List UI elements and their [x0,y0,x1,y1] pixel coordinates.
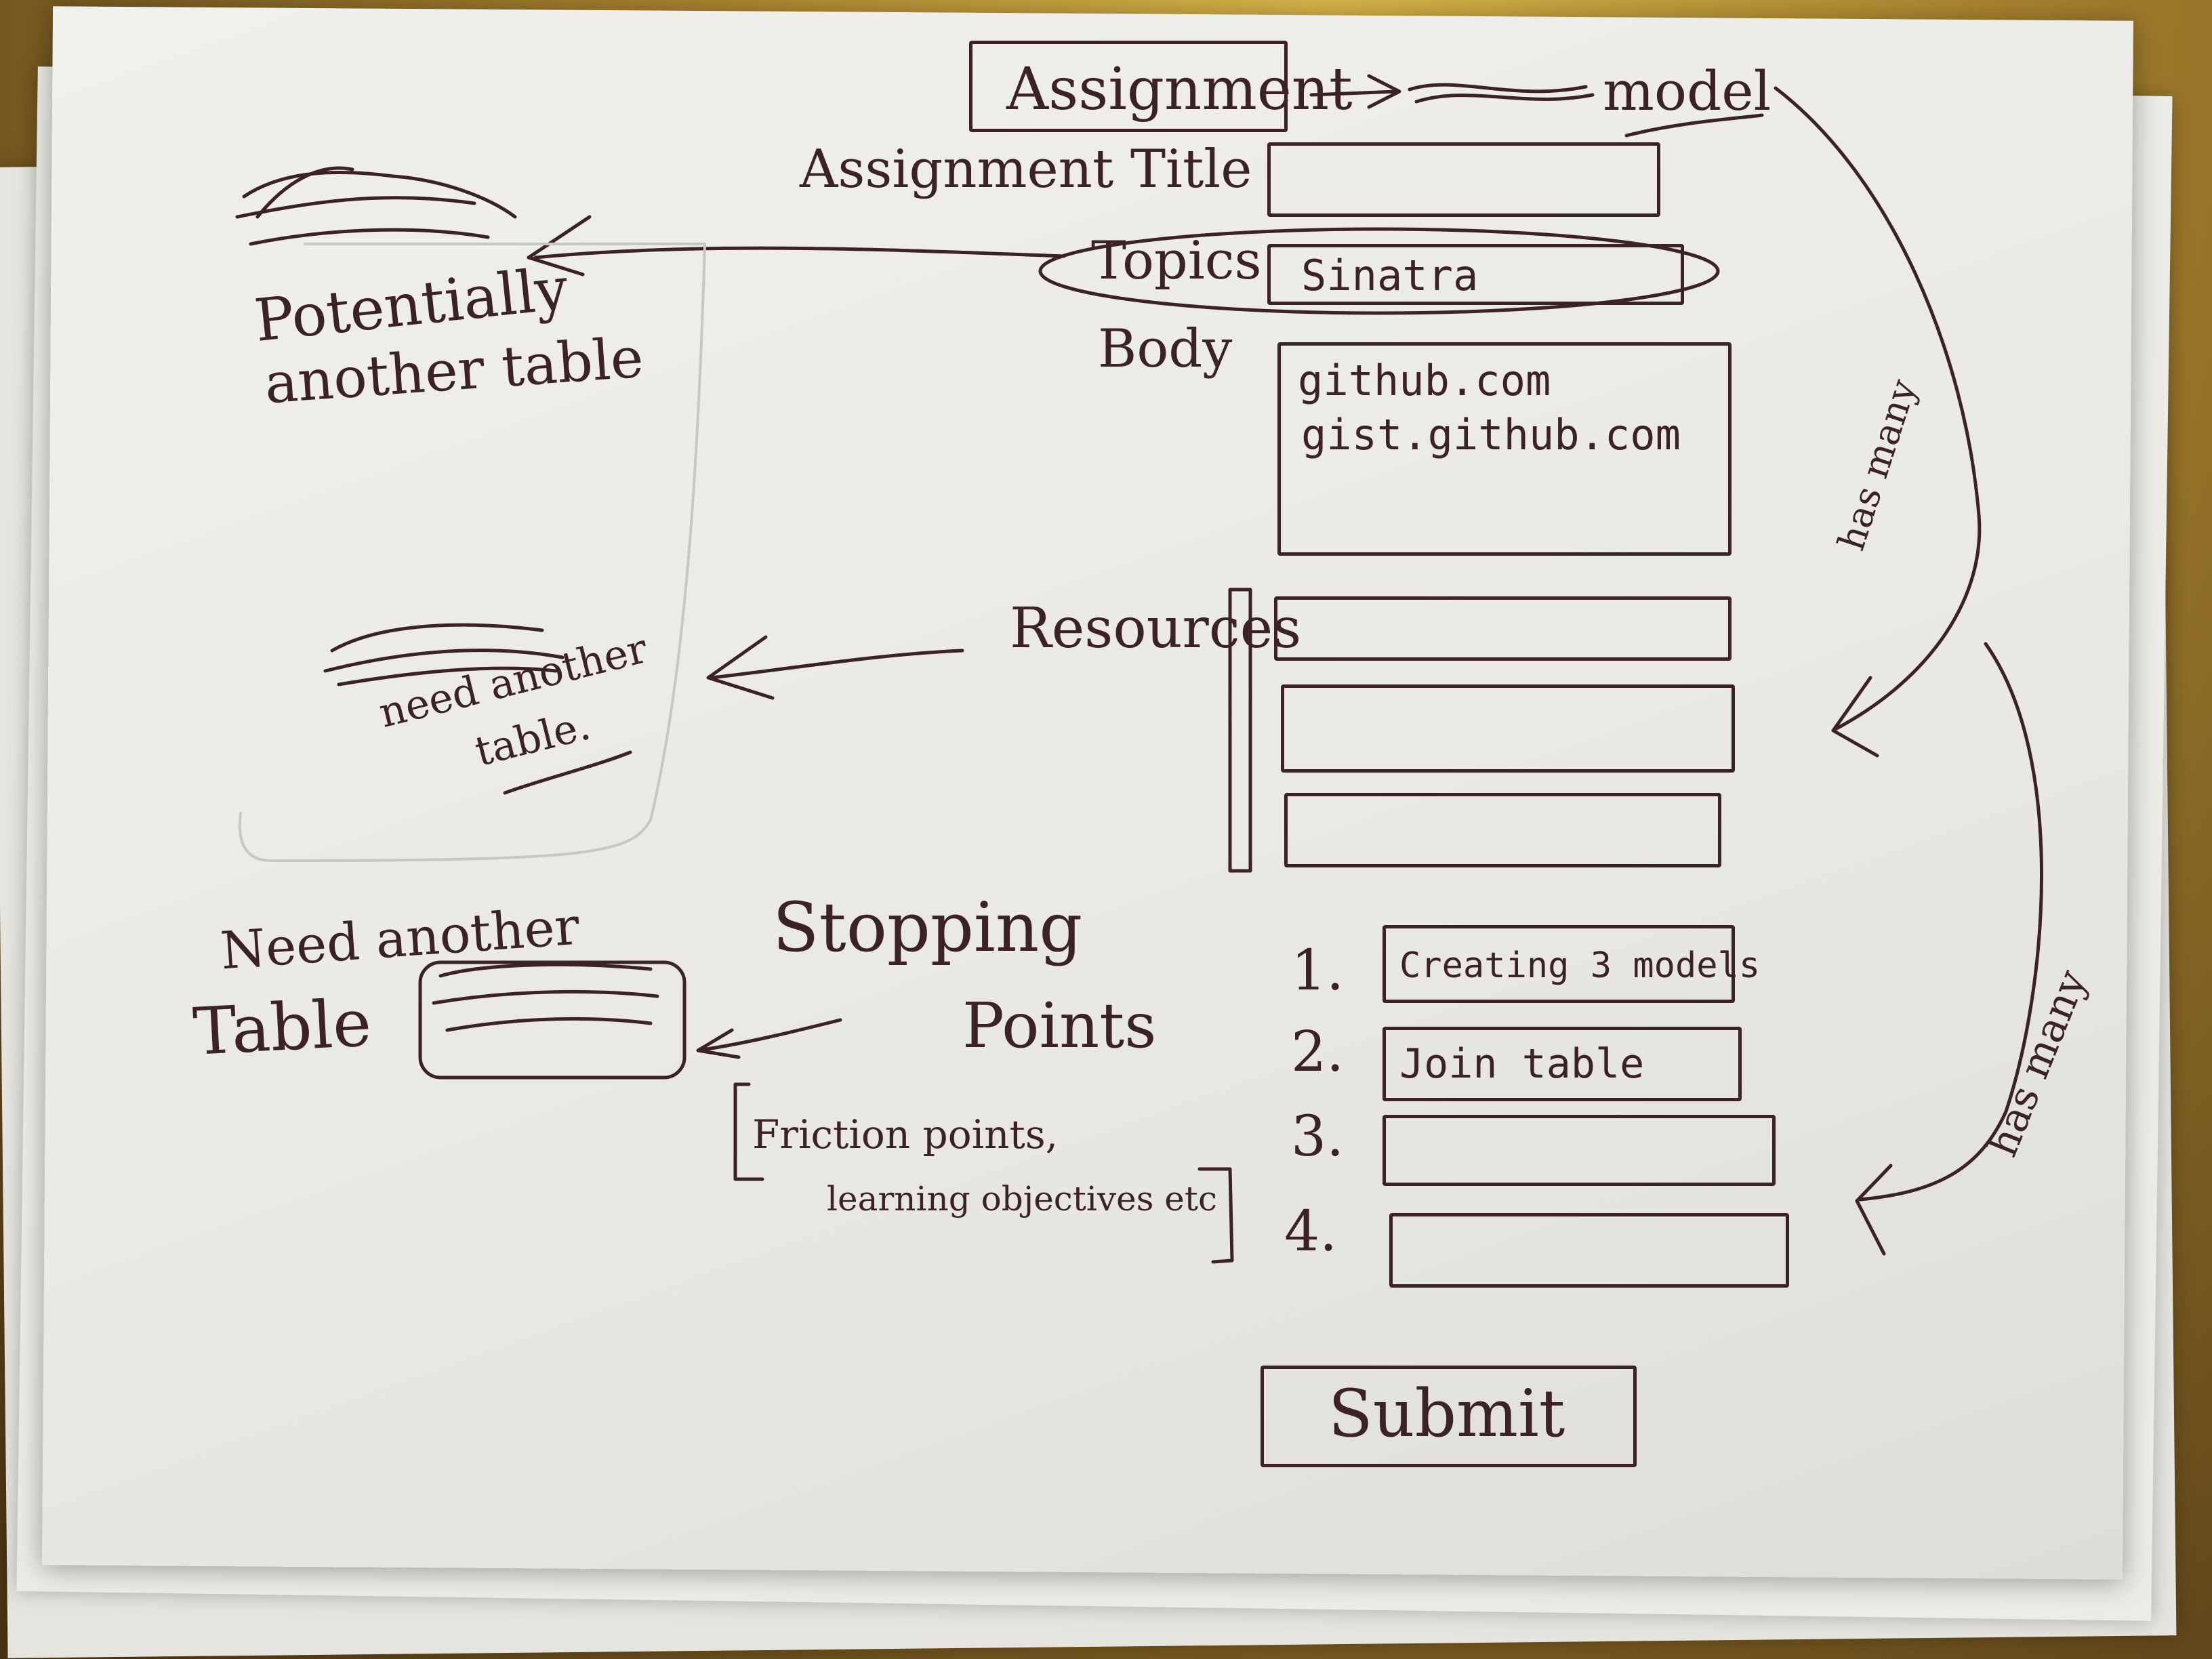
stopping-point-number-3: 3. [1291,1105,1345,1169]
has-many-arc-upper [1774,86,1982,758]
struck-word [1408,83,1595,104]
note-bracket-left [733,1082,764,1181]
model-label: model [1603,60,1771,123]
topics-arrow [527,215,1066,276]
topics-label: Topics [1091,230,1262,291]
stopping-point-input-4[interactable] [1389,1213,1789,1288]
resources-scrollbar [1228,588,1252,873]
scribble-3 [432,962,659,1032]
resource-input-1[interactable] [1274,596,1732,661]
stopping-point-number-1: 1. [1291,939,1345,1003]
topics-input[interactable] [1267,244,1684,305]
stopping-point-value-1: Creating 3 models [1399,945,1761,986]
resource-input-2[interactable] [1281,684,1735,773]
stopping-point-number-2: 2. [1291,1020,1345,1084]
stopping-point-number-4: 4. [1284,1200,1338,1264]
has-many-arc-lower [1855,642,2043,1256]
submit-button[interactable] [1261,1366,1637,1467]
model-name-label: Assignment [1006,56,1353,123]
body-line-1: github.com [1298,356,1551,405]
stopping-point-input-2[interactable] [1382,1027,1742,1101]
topics-highlight-ellipse [1038,227,1720,315]
body-label: Body [1098,319,1233,380]
resource-input-3[interactable] [1284,793,1721,867]
notes-region [238,243,706,862]
model-arrow [1309,74,1401,109]
stopping-label-line1: Stopping [773,888,1083,967]
resources-label: Resources [1010,596,1302,661]
resources-arrow [706,635,964,700]
stopping-arrow [696,1018,842,1059]
scribble-1 [235,166,517,246]
stopping-note-line1: Friction points, [752,1111,1059,1158]
model-underline [1624,113,1764,138]
scribble-box [418,960,687,1080]
stopping-point-input-3[interactable] [1382,1115,1776,1186]
stopping-note-line2: learning objectives etc [827,1179,1217,1218]
note-need-another-line2: Table [191,985,373,1070]
need-table-underline [503,750,632,795]
title-input[interactable] [1267,142,1660,217]
stopping-point-value-2: Join table [1399,1040,1645,1088]
note-bracket-right [1197,1167,1234,1264]
scribble-2 [323,623,565,687]
model-name-box [969,41,1288,132]
body-textarea[interactable] [1277,342,1732,556]
submit-label: Submit [1328,1376,1565,1452]
stopping-label-line2: Points [962,989,1157,1062]
topics-value: Sinatra [1301,251,1479,300]
stopping-point-input-1[interactable] [1382,925,1735,1003]
title-label: Assignment Title [800,139,1252,200]
body-line-2: gist.github.com [1301,410,1681,459]
